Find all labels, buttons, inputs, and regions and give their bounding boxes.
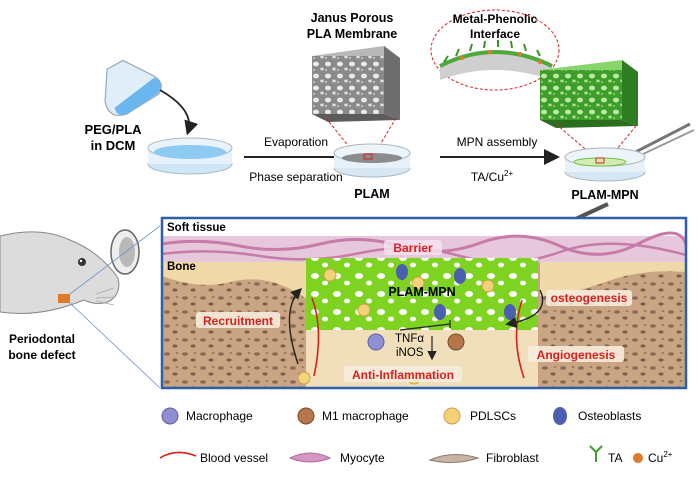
- blood-vessel-left: [311, 297, 320, 377]
- cu-legend-icon: [633, 453, 643, 463]
- fibroblast-legend-icon: [428, 454, 480, 464]
- legend-m1-macrophage: M1 macrophage: [322, 409, 409, 423]
- solution-label-2: in DCM: [91, 138, 136, 153]
- interface-title-2: Interface: [470, 27, 520, 41]
- petri-dish-plam-mpn: [564, 147, 646, 182]
- legend-macrophage: Macrophage: [186, 409, 253, 423]
- barrier-label-bg: [384, 240, 442, 255]
- mouse-label-2: bone defect: [8, 348, 75, 362]
- osteoblast-cell: [434, 304, 446, 320]
- blood-vessel-legend-icon: [159, 451, 197, 459]
- osteogenesis-label: osteogenesis: [551, 291, 628, 305]
- legend: Macrophage M1 macrophage PDLSCs Osteobla…: [159, 407, 673, 465]
- anti-inflammation-label: Anti-Inflammation: [352, 368, 454, 382]
- step1-bottom-label: Phase separation: [249, 170, 342, 184]
- recruitment-label: Recruitment: [203, 314, 273, 328]
- plam-label: PLAM: [354, 187, 389, 201]
- membrane-title-1: Janus Porous: [311, 11, 394, 25]
- mouse-zoom-line-top: [69, 225, 161, 295]
- recruitment-arrow: [288, 288, 302, 365]
- tnf-label: TNFα: [395, 333, 424, 345]
- legend-blood-vessel: Blood vessel: [200, 451, 268, 465]
- petri-dish-plam: [333, 143, 411, 178]
- angiogenesis-label: Angiogenesis: [537, 348, 616, 362]
- zoom-line-right: [371, 117, 397, 159]
- panel-frame: [160, 216, 688, 390]
- m1-macrophage-cell: [447, 333, 465, 351]
- soft-tissue-label: Soft tissue: [167, 222, 226, 234]
- m1-macrophage-legend-icon: [297, 407, 315, 425]
- ta-legend-icon: [589, 445, 603, 462]
- pdlsc-cell: [357, 303, 371, 317]
- plam-mpn-membrane: [306, 258, 538, 330]
- pdlsc-cell: [481, 279, 495, 293]
- osteoblast-cell: [504, 304, 516, 320]
- green-membrane-block: [540, 60, 638, 128]
- step1-top-label: Evaporation: [264, 135, 328, 149]
- inos-label: iNOS: [396, 347, 424, 359]
- pdlsc-cell: [323, 268, 337, 282]
- osteoblast-legend-icon: [553, 407, 567, 425]
- mouse-illustration: [0, 229, 140, 314]
- step2-top-label: MPN assembly: [457, 135, 538, 149]
- flask-icon: [104, 59, 162, 116]
- anti-inflammation-label-bg: [344, 366, 462, 382]
- osteogenesis-label-bg: [546, 290, 632, 306]
- pdlsc-legend-icon: [443, 407, 461, 425]
- step2-bottom-label: TA/Cu2+: [471, 169, 514, 184]
- legend-fibroblast: Fibroblast: [486, 451, 539, 465]
- osteoblast-cell: [396, 264, 408, 280]
- recruitment-label-bg: [196, 312, 280, 328]
- pdlsc-cell: [411, 276, 425, 290]
- plam-mpn-label: PLAM-MPN: [571, 188, 638, 202]
- mouse-label-1: Periodontal: [9, 332, 75, 346]
- pour-arrow: [159, 89, 199, 136]
- legend-cu: Cu2+: [648, 450, 673, 465]
- porous-membrane-block: [312, 46, 400, 122]
- angiogenesis-label-bg: [528, 346, 624, 362]
- macrophage-cell: [367, 333, 385, 351]
- macrophage-legend-icon: [161, 407, 179, 425]
- myocyte-legend-icon: [288, 452, 332, 463]
- legend-myocyte: Myocyte: [340, 451, 385, 465]
- legend-ta: TA: [608, 451, 622, 465]
- pdlsc-cell: [297, 371, 311, 385]
- barrier-label: Barrier: [393, 241, 433, 255]
- mouse-zoom-line-bottom: [69, 302, 161, 389]
- interface-title-1: Metal-Phenolic: [453, 12, 538, 26]
- solution-label-1: PEG/PLA: [84, 122, 142, 137]
- center-membrane-label: PLAM-MPN: [388, 285, 455, 299]
- legend-osteoblasts: Osteoblasts: [578, 409, 641, 423]
- blood-vessel-right: [515, 299, 525, 379]
- osteoblast-cell: [454, 268, 466, 284]
- legend-pdlscs: PDLSCs: [470, 409, 516, 423]
- interface-zoom-bubble: [430, 9, 560, 91]
- inhibition-line: [399, 320, 451, 331]
- membrane-title-2: PLA Membrane: [307, 27, 398, 41]
- osteogenesis-arrow: [505, 289, 544, 329]
- petri-dish-solution: [147, 137, 233, 175]
- bone-label: Bone: [167, 261, 196, 273]
